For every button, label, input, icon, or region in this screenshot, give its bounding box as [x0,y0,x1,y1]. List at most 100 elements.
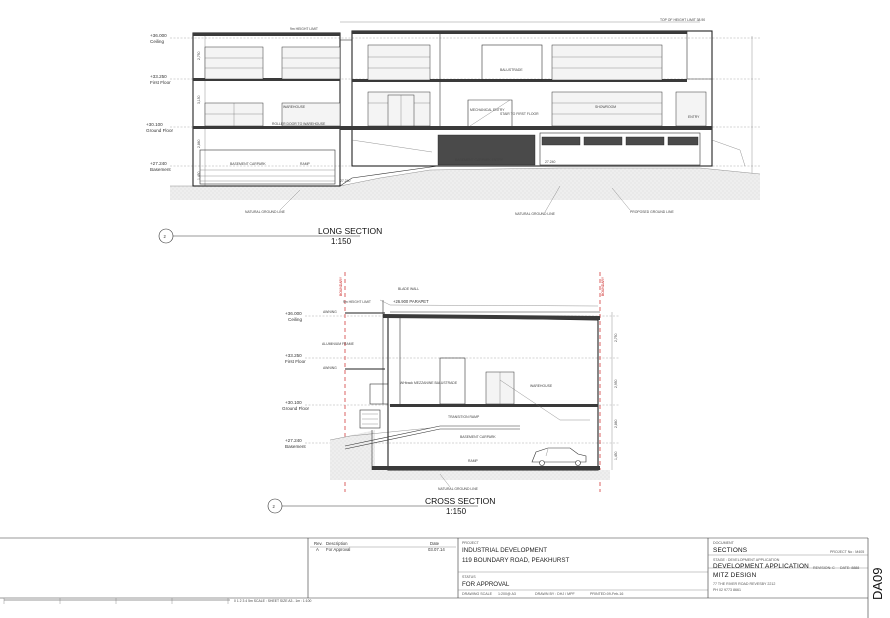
long-section-scale: 1:150 [331,237,352,246]
cross-label-warehouse: WAREHOUSE [530,384,553,388]
cross-level-basement: +27.240 Basement [285,438,306,449]
company-address: 77 THE RIVER ROAD REVESBY 2212 [713,582,775,586]
cross-level-ground-floor: +30.100 Ground Floor [282,400,310,411]
svg-text:Ground Floor: Ground Floor [146,128,174,133]
cross-section-title: CROSS SECTION [425,496,495,506]
cross-label-mezzanine: WHtrack MEZZANINE BALUSTRADE [400,381,458,385]
cross-label-ramp: RAMP [468,459,479,463]
long-label-ngl-2: NATURAL GROUND LINE [515,212,556,216]
long-label-warehouse: WAREHOUSE [283,105,306,109]
cross-label-basement-carpark: BASEMENT CARPARK [460,435,496,439]
cross-section-number: 2 [273,504,276,509]
date-value: DATE: 8888 [840,566,859,570]
rev-row-date: 03.07.14 [428,547,445,552]
cross-dim-1: 2,750 [614,333,618,342]
printed-date: PRINTED:09-Feb-16 [590,592,623,596]
long-label-ngl-1: NATURAL GROUND LINE [245,210,286,214]
long-section-level-basement: +27.240 Basement [150,161,171,172]
cross-label-parapet: +26.900 PARAPET [393,299,429,304]
company-phone: PH 02 9773 8661 [713,588,741,592]
scale-bar: 0 1 2 3 4 5m SCALE : SHEET SIZE A3 - 1m … [3,598,312,604]
svg-text:Basement: Basement [285,444,306,449]
cross-level-first-floor: +33.250 First Floor [285,353,306,364]
svg-text:Ground Floor: Ground Floor [282,406,310,411]
rev-row-rev: A [316,547,319,552]
project-label: PROJECT [462,541,480,545]
company-name: MITZ DESIGN [713,572,757,579]
svg-text:+30.100: +30.100 [285,400,302,405]
cross-section-marker [267,498,283,514]
svg-text:+33.250: +33.250 [150,74,167,79]
sheet-number: DA09 [870,567,885,600]
svg-text:Basement: Basement [150,167,171,172]
stage-value: DEVELOPMENT APPLICATION [713,563,809,570]
long-section-level-ground-floor: +30.100 Ground Floor [146,122,174,133]
cross-level-ceiling: +36.000 Ceiling [285,311,302,322]
long-label-top-height-limit: TOP OF HEIGHT LIMIT 38.90 [660,18,705,22]
project-number: PROJECT No : M405 [830,550,864,554]
cross-label-height-limit: 9m HEIGHT LIMIT [343,300,371,304]
drawn-by: DRAWN BY : DHJ / MPF [535,592,576,596]
long-dim-1: 2,750 [197,51,201,60]
long-label-basement-entry: BASEMENT CARPARK ENTRY [455,158,504,162]
svg-text:+36.000: +36.000 [150,33,167,38]
status-label: STATUS [462,575,476,579]
long-label-balustrade: BALUSTRADE [500,68,523,72]
cross-dim-2: 2,950 [614,379,618,388]
cross-boundary-right: BOUNDARY [601,276,605,296]
date-header: Date [430,541,440,546]
long-label-basement-carpark: BASEMENT CARPARK [230,162,266,166]
long-label-entry: ENTRY [688,115,700,119]
long-label-height-limit: 9m HEIGHT LIMIT [290,27,318,31]
cross-dim-3: 2,860 [614,419,618,428]
cross-label-transition: TRANSITION RAMP [448,415,480,419]
long-label-rl-2: 27.240 [340,179,350,183]
long-section-level-first-floor: +33.250 First Floor [150,74,171,85]
svg-text:+36.000: +36.000 [285,311,302,316]
long-section-marker [158,228,174,244]
document-label: DOCUMENT [713,541,735,545]
long-section-level-ceiling: +36.000 Ceiling [150,33,167,44]
long-label-showroom: SHOWROOM [595,105,616,109]
revision-table: Rev. Description Date A For Approval 03.… [310,541,456,552]
long-section-number: 2 [164,234,167,239]
long-section-drawing: +36.000 Ceiling +33.250 First Floor +30.… [146,18,761,246]
svg-text:First Floor: First Floor [285,359,306,364]
long-label-pgl: PROPOSED GROUND LINE [630,210,674,214]
rev-row-description: For Approval [326,547,350,552]
project-address: 119 BOUNDARY ROAD, PEAKHURST [462,557,570,564]
long-label-stair: STAIR TO FIRST FLOOR [500,112,539,116]
long-dim-4: 1,450 [197,171,201,180]
rev-header: Rev. [314,541,323,546]
svg-text:+30.100: +30.100 [146,122,163,127]
long-dim-3: 2,860 [197,139,201,148]
description-header: Description [326,541,348,546]
cross-label-aluminium-frame: ALUMINIUM FRAME [322,342,355,346]
status-value: FOR APPROVAL [462,581,510,588]
long-label-mech-entry: MECHANICAL ENTRY [470,108,505,112]
svg-text:Ceiling: Ceiling [150,39,164,44]
cross-dim-4: 1,450 [614,451,618,460]
stage-label: STAGE : DEVELOPMENT APPLICATION [713,558,780,562]
drawing-scale-label: DRAWING SCALE [462,592,493,596]
cross-label-awning-1: AWNING [323,310,337,314]
svg-text:+33.250: +33.250 [285,353,302,358]
title-block: Rev. Description Date A For Approval 03.… [0,537,885,618]
long-label-ramp: RAMP [300,162,311,166]
svg-text:+27.240: +27.240 [285,438,302,443]
project-name: INDUSTRIAL DEVELOPMENT [462,547,547,554]
document-title: SECTIONS [713,547,747,554]
cross-label-blade-wall: BLADE WALL [398,287,419,291]
scale-bar-note: 0 1 2 3 4 5m SCALE : SHEET SIZE A3 - 1m … [234,599,312,603]
svg-text:Ceiling: Ceiling [288,317,302,322]
long-label-rl: 27.240 [545,160,555,164]
car-icon [531,447,587,466]
cross-section-scale: 1:150 [446,507,467,516]
long-section-title: LONG SECTION [318,226,382,236]
cross-boundary-left: BOUNDARY [339,276,343,296]
long-label-roller-door: ROLLER DOOR TO WAREHOUSE [272,122,326,126]
long-dim-2: 3,150 [197,95,201,104]
svg-text:First Floor: First Floor [150,80,171,85]
svg-text:+27.240: +27.240 [150,161,167,166]
